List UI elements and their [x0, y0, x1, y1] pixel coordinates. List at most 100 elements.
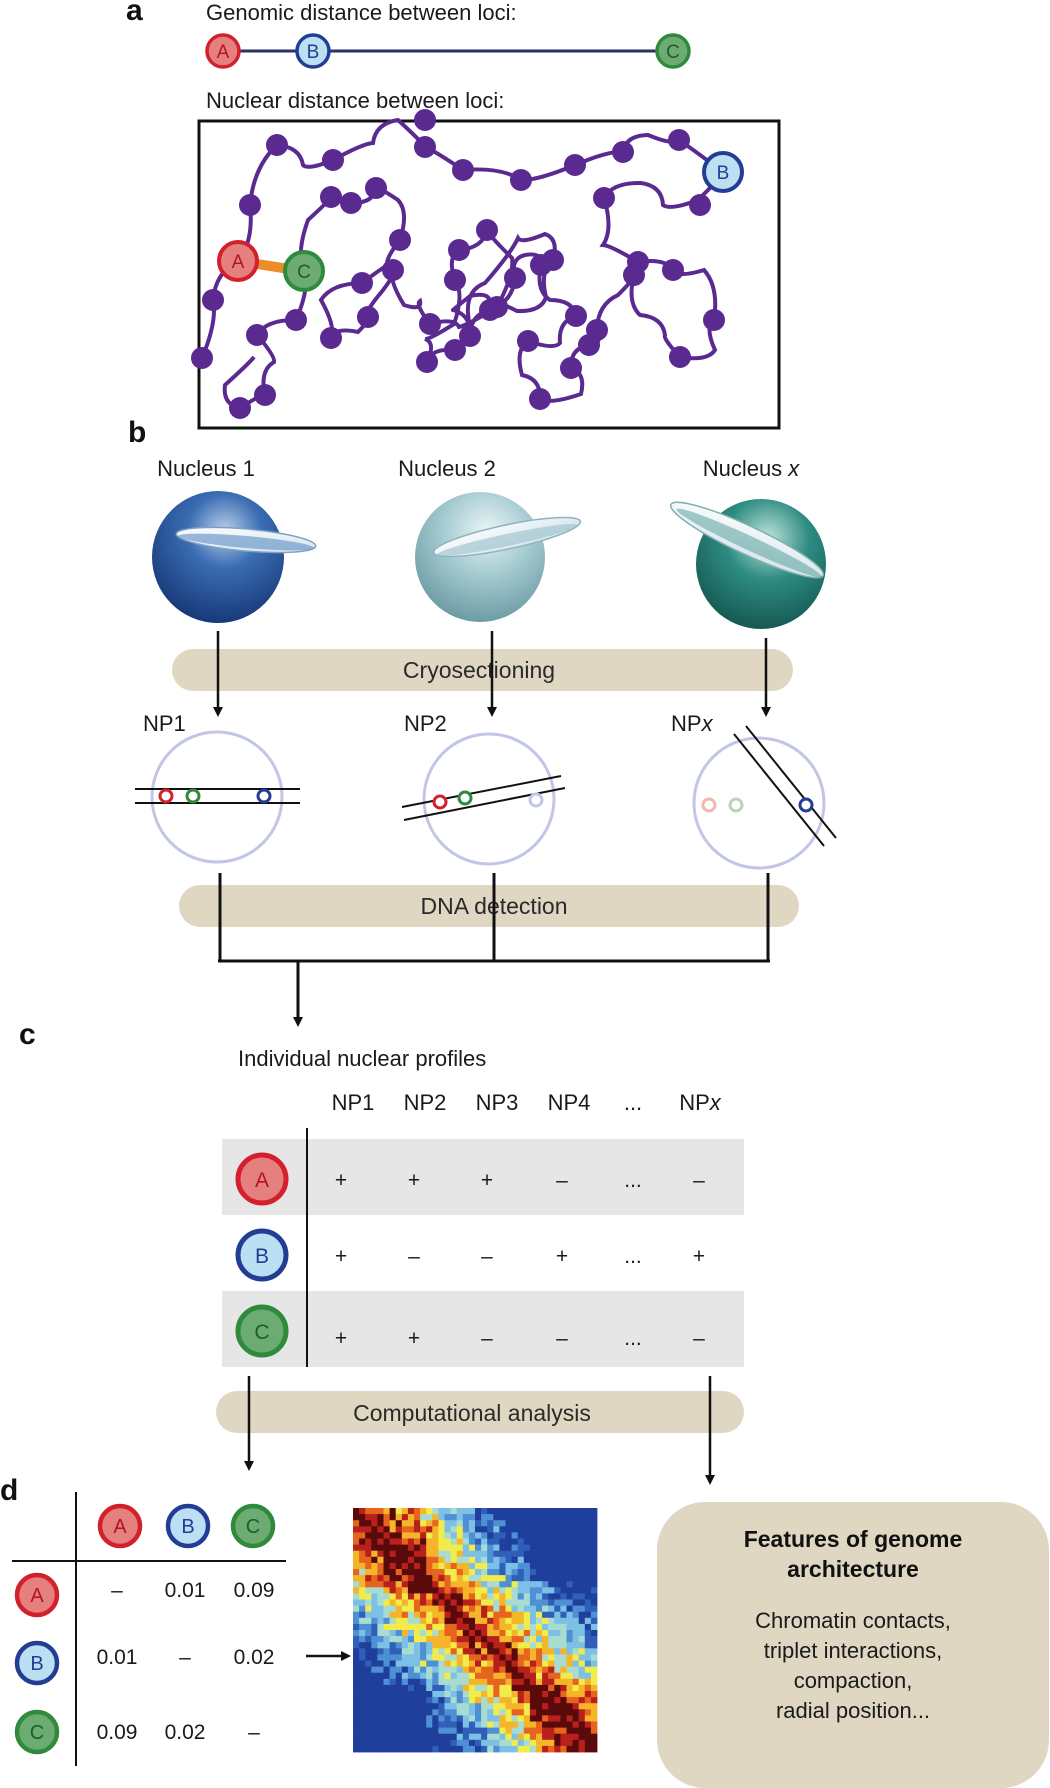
heatmap-cell	[475, 1691, 482, 1698]
heatmap-cell	[511, 1508, 519, 1515]
heatmap-cell	[438, 1709, 445, 1716]
heatmap-cell	[383, 1556, 390, 1564]
heatmap-cell	[554, 1684, 561, 1692]
heatmap-cell	[456, 1727, 464, 1735]
heatmap-cell	[481, 1593, 488, 1600]
chromatin-bead	[414, 136, 436, 158]
heatmap-cell	[517, 1672, 525, 1680]
heatmap-cell	[499, 1599, 506, 1606]
heatmap-cell	[359, 1556, 366, 1564]
heatmap-cell	[450, 1630, 458, 1637]
heatmap-cell	[383, 1697, 390, 1704]
heatmap-cell	[511, 1660, 519, 1667]
heatmap-cell	[468, 1697, 476, 1704]
heatmap-cell	[468, 1684, 476, 1692]
heatmap-cell	[529, 1581, 537, 1588]
heatmap-cell	[414, 1617, 421, 1625]
heatmap-cell	[505, 1508, 512, 1515]
computational-analysis-label: Computational analysis	[353, 1400, 591, 1426]
heatmap-cell	[407, 1593, 415, 1600]
heatmap-cell	[493, 1709, 500, 1716]
heatmap-cell	[505, 1599, 512, 1606]
heatmap-cell	[511, 1697, 519, 1704]
heatmap-cell	[414, 1709, 421, 1716]
heatmap-cell	[456, 1672, 464, 1680]
heatmap-cell	[444, 1684, 451, 1692]
heatmap-cell	[438, 1605, 445, 1613]
heatmap-cell	[517, 1721, 525, 1728]
heatmap-cell	[401, 1636, 409, 1643]
heatmap-cell	[517, 1691, 525, 1698]
heatmap-cell	[401, 1703, 409, 1710]
heatmap-cell	[450, 1538, 458, 1545]
cryosectioning-band	[172, 649, 793, 691]
heatmap-cell	[493, 1678, 500, 1686]
heatmap-cell	[548, 1526, 555, 1533]
heatmap-cell	[529, 1660, 537, 1667]
heatmap-cell	[468, 1593, 476, 1600]
heatmap-cell	[383, 1569, 390, 1576]
heatmap-cell	[353, 1550, 360, 1558]
heatmap-cell	[487, 1739, 494, 1747]
heatmap-cell	[414, 1569, 421, 1576]
heatmap-cell	[523, 1514, 531, 1521]
heatmap-cell	[536, 1599, 543, 1606]
heatmap-cell	[353, 1508, 360, 1515]
nuclear-locus-b-label: B	[717, 163, 730, 184]
heatmap-cell	[420, 1733, 427, 1741]
matrix-header-a-label: A	[113, 1516, 127, 1538]
heatmap-cell	[560, 1544, 567, 1552]
heatmap-cell	[407, 1562, 415, 1570]
heatmap-cell	[511, 1562, 519, 1570]
heatmap-cell	[542, 1684, 549, 1692]
heatmap-cell	[389, 1617, 397, 1625]
heatmap-cell	[511, 1587, 519, 1594]
heatmap-cell	[529, 1550, 537, 1558]
heatmap-cell	[542, 1660, 549, 1667]
heatmap-cell	[578, 1654, 586, 1661]
heatmap-cell	[407, 1733, 415, 1741]
chromatin-bead	[266, 134, 288, 156]
heatmap-cell	[383, 1575, 390, 1582]
heatmap-cell	[426, 1630, 433, 1637]
heatmap-cell	[468, 1678, 476, 1686]
matrix-row-locus-b-label: B	[30, 1653, 43, 1675]
heatmap-cell	[353, 1715, 360, 1722]
heatmap-cell	[566, 1581, 573, 1588]
heatmap-cell	[548, 1666, 555, 1674]
heatmap-cell	[560, 1587, 567, 1594]
heatmap-cell	[444, 1703, 451, 1710]
heatmap-cell	[353, 1593, 360, 1600]
heatmap-cell	[444, 1569, 451, 1576]
heatmap-cell	[584, 1587, 592, 1594]
heatmap-cell	[584, 1544, 592, 1552]
cell: –	[481, 1245, 493, 1268]
heatmap-cell	[462, 1691, 470, 1698]
heatmap-cell	[578, 1599, 586, 1606]
heatmap-cell	[389, 1544, 397, 1552]
heatmap-cell	[517, 1636, 525, 1643]
heatmap-cell	[572, 1672, 580, 1680]
heatmap-cell	[468, 1666, 476, 1674]
heatmap-cell	[420, 1544, 427, 1552]
heatmap-cell	[517, 1520, 525, 1527]
heatmap-cell	[450, 1703, 458, 1710]
heatmap-cell	[505, 1630, 512, 1637]
heatmap-cell	[511, 1630, 519, 1637]
heatmap-cell	[487, 1514, 494, 1521]
heatmap-cell	[566, 1642, 573, 1649]
heatmap-cell	[401, 1514, 409, 1521]
heatmap-cell	[462, 1684, 470, 1692]
heatmap-cell	[407, 1684, 415, 1692]
heatmap-cell	[548, 1538, 555, 1545]
heatmap-cell	[377, 1544, 384, 1552]
heatmap-cell	[511, 1739, 519, 1747]
heatmap-cell	[414, 1526, 421, 1533]
heatmap-cell	[493, 1660, 500, 1667]
chromatin-bead	[542, 249, 564, 271]
heatmap-cell	[505, 1550, 512, 1558]
heatmap-cell	[499, 1569, 506, 1576]
table-row-shade-c	[222, 1291, 744, 1367]
heatmap-cell	[432, 1520, 439, 1527]
